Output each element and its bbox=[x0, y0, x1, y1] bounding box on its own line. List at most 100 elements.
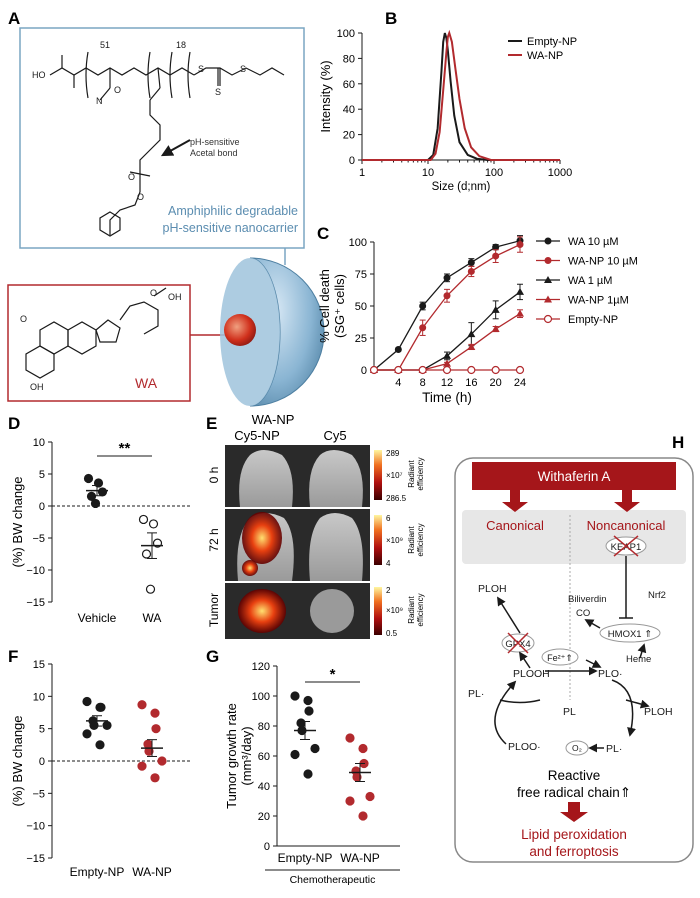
y-tick-label: −5 bbox=[32, 788, 45, 800]
y-tick-label: 60 bbox=[258, 751, 270, 763]
data-point bbox=[345, 733, 355, 743]
data-point bbox=[310, 743, 320, 754]
y-tick-label: 25 bbox=[355, 333, 367, 345]
data-point bbox=[358, 811, 368, 821]
y-tick-label: 50 bbox=[355, 301, 367, 313]
data-point bbox=[492, 252, 500, 260]
panel-letter-b: B bbox=[385, 9, 397, 28]
x-tick-label: 24 bbox=[514, 377, 526, 389]
y-axis-label: (%) BW change bbox=[10, 715, 25, 806]
legend-marker-4 bbox=[543, 314, 553, 324]
withaferin-label: Withaferin A bbox=[538, 469, 611, 484]
node-gpx4: GPX4 bbox=[505, 639, 530, 650]
panel-letter-c: C bbox=[317, 224, 329, 243]
y-tick-label: −10 bbox=[26, 565, 45, 577]
legend-label-0: WA 10 µM bbox=[568, 236, 619, 248]
data-point bbox=[516, 241, 524, 249]
data-point bbox=[491, 325, 500, 333]
node-hmox1: HMOX1 ⇑ bbox=[608, 629, 652, 640]
node-biliverdin: Biliverdin bbox=[568, 594, 607, 605]
row-label-tumor: Tumor bbox=[207, 593, 221, 627]
category-label-1: WA-NP bbox=[132, 865, 172, 879]
svg-text:286.5: 286.5 bbox=[386, 494, 407, 503]
y-tick-label: 100 bbox=[337, 28, 355, 40]
category-label-1: WA-NP bbox=[340, 851, 380, 865]
x-tick-label: 20 bbox=[490, 377, 502, 389]
y-tick-label: 75 bbox=[355, 269, 367, 281]
y-tick-label: 80 bbox=[258, 721, 270, 733]
acetal-label-line1: pH-sensitive bbox=[190, 137, 240, 147]
node-pl-minus: PL· bbox=[468, 688, 484, 700]
data-point bbox=[83, 473, 94, 484]
y-tick-label: −15 bbox=[26, 597, 45, 609]
y-tick-label: 10 bbox=[33, 691, 45, 703]
y-tick-label: 0 bbox=[39, 501, 45, 513]
colorbar-72h: 6 ×10⁹ 4 Radiant efficiency bbox=[374, 514, 425, 568]
y-axis-label-2: (SG⁺ cells) bbox=[332, 274, 347, 338]
y-tick-label: 15 bbox=[33, 659, 45, 671]
panel-letter-f: F bbox=[8, 647, 18, 666]
panel-a: 51 18 HO N O S S S O O pH-sensitive Acet… bbox=[7, 27, 325, 427]
data-point bbox=[443, 292, 451, 300]
svg-text:Radiant: Radiant bbox=[407, 595, 416, 623]
significance-marker: * bbox=[330, 666, 336, 683]
data-point bbox=[443, 351, 451, 359]
svg-text:Radiant: Radiant bbox=[407, 459, 416, 487]
legend-marker-2 bbox=[544, 276, 552, 283]
node-ploo: PLOO· bbox=[508, 741, 541, 753]
node-fe: Fe²⁺⇑ bbox=[547, 653, 573, 663]
svg-text:0.5: 0.5 bbox=[386, 629, 398, 638]
panel-e: Cy5-NP Cy5 0 h 72 h Tumor 289 ×10⁷ 286.5… bbox=[207, 428, 425, 639]
y-tick-label: 40 bbox=[258, 781, 270, 793]
label-s-3: S bbox=[240, 64, 246, 74]
chain-label-line2: free radical chain⇑ bbox=[517, 785, 631, 800]
data-point bbox=[95, 740, 105, 750]
data-point bbox=[516, 309, 524, 317]
footer-label: Chemotherapeutic bbox=[290, 874, 376, 886]
wa-label-oh-1: OH bbox=[168, 292, 182, 302]
node-nrf2: Nrf2 bbox=[648, 590, 666, 601]
y-tick-label: 120 bbox=[252, 661, 270, 673]
data-point bbox=[394, 365, 403, 375]
colorbar-0h: 289 ×10⁷ 286.5 Radiant efficiency bbox=[374, 449, 425, 503]
data-point bbox=[290, 691, 300, 701]
wa-label: WA bbox=[135, 375, 158, 391]
wa-label-o-2: O bbox=[20, 314, 27, 324]
chain-label-line1: Reactive bbox=[548, 768, 601, 783]
col-label-cy5: Cy5 bbox=[323, 428, 346, 443]
node-ploh-top: PLOH bbox=[478, 583, 507, 595]
row-label-0h: 0 h bbox=[207, 467, 221, 484]
x-tick-label: 12 bbox=[441, 377, 453, 389]
outcome-line1: Lipid peroxidation bbox=[521, 827, 627, 842]
data-point bbox=[144, 746, 154, 756]
panel-letter-e: E bbox=[206, 414, 217, 433]
data-point bbox=[151, 724, 161, 734]
y-tick-label: 100 bbox=[252, 691, 270, 703]
data-point bbox=[369, 365, 379, 375]
legend-label-2: WA 1 µM bbox=[568, 275, 612, 287]
data-point bbox=[419, 302, 427, 310]
data-point bbox=[303, 769, 313, 779]
y-tick-label: 0 bbox=[39, 756, 45, 768]
polymer-number-51: 51 bbox=[100, 40, 110, 50]
data-point bbox=[467, 365, 476, 375]
y-tick-label: 20 bbox=[258, 811, 270, 823]
legend-marker-3 bbox=[544, 295, 552, 303]
x-tick-label: 4 bbox=[395, 377, 401, 389]
y-axis-label: (%) BW change bbox=[10, 476, 25, 567]
svg-text:efficiency: efficiency bbox=[416, 523, 425, 556]
legend-label-0: Empty-NP bbox=[527, 36, 577, 48]
data-point bbox=[82, 729, 92, 739]
pathway-arrows bbox=[494, 556, 650, 753]
keap1-cross-2 bbox=[613, 535, 639, 557]
data-point bbox=[442, 365, 452, 375]
node-pl-minus-2: PL· bbox=[606, 743, 622, 755]
y-tick-label: −5 bbox=[32, 533, 45, 545]
nanoparticle-illustration bbox=[220, 257, 325, 407]
label-ho: HO bbox=[32, 70, 46, 80]
